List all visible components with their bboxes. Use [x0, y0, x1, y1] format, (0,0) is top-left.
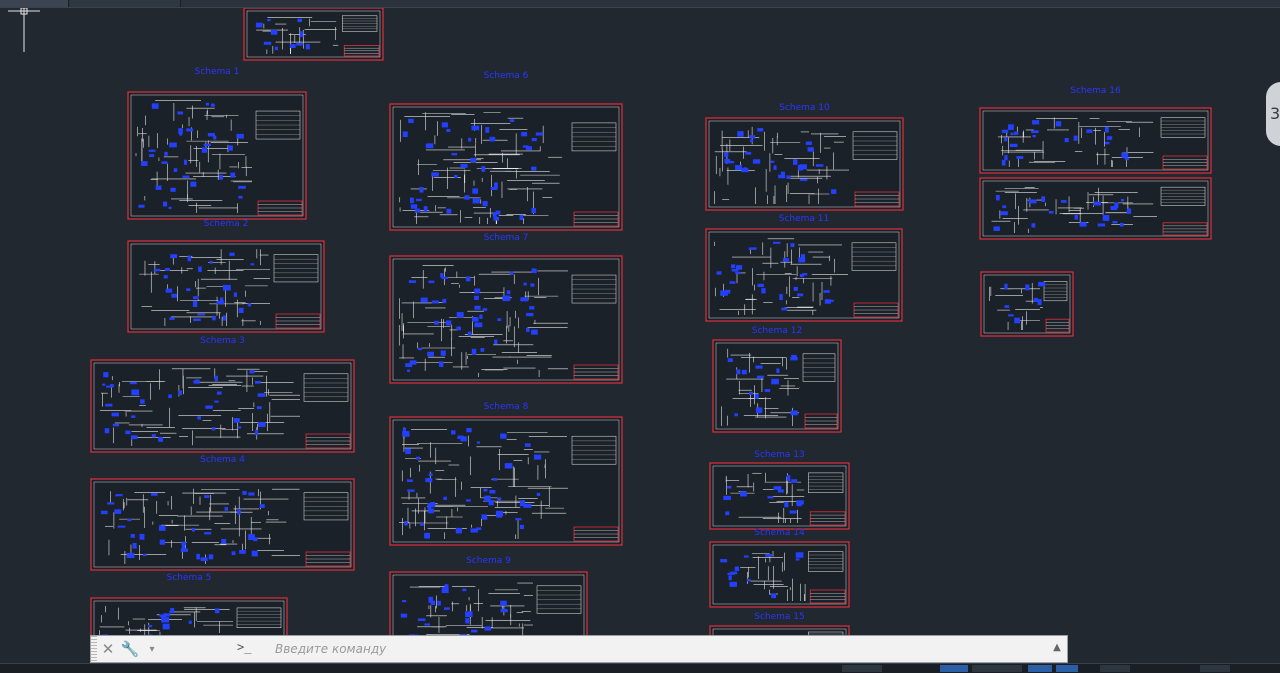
drawing-sheet[interactable]: Schema 1	[127, 67, 307, 220]
status-toggle[interactable]	[972, 665, 1022, 672]
sheet-title: Schema 7	[484, 233, 529, 243]
drawing-sheet[interactable]: Schema 12	[712, 326, 842, 433]
sheet-title: Schema 1	[195, 67, 240, 77]
drawing-sheet[interactable]	[979, 177, 1212, 240]
status-bar	[0, 663, 1280, 673]
sheet-title: Schema 8	[484, 402, 529, 412]
sheet-title: Schema 10	[779, 103, 830, 113]
sheet-title: Schema 16	[1070, 86, 1121, 96]
file-tab-strip	[0, 0, 1280, 8]
status-toggle[interactable]	[842, 665, 882, 672]
drawing-sheet[interactable]: Schema 11	[705, 214, 903, 322]
status-toggle[interactable]	[1100, 665, 1130, 672]
status-toggle[interactable]	[1028, 665, 1052, 672]
status-toggle[interactable]	[1056, 665, 1078, 672]
wrench-icon[interactable]: 🔧	[120, 640, 140, 658]
drawing-sheet[interactable]: Schema 6	[389, 71, 623, 231]
command-line: ✕ 🔧 ▾ >_ ▲	[90, 635, 1135, 663]
recent-commands-icon[interactable]: ▾	[149, 643, 155, 655]
sheet-title: Schema 14	[754, 528, 805, 538]
close-icon[interactable]: ✕	[101, 640, 115, 658]
drawing-sheet[interactable]: Schema 13	[709, 450, 850, 530]
sheet-title: Schema 11	[779, 214, 830, 224]
ucs-icon	[8, 7, 40, 52]
sheet-title: Schema 4	[200, 455, 245, 465]
sheet-title: Schema 13	[754, 450, 805, 460]
navigation-wheel[interactable]: 3	[1266, 82, 1280, 146]
drawing-sheet[interactable]: Schema 16	[979, 86, 1212, 174]
chevron-up-icon[interactable]: ▲	[1053, 642, 1061, 653]
command-prompt-icon: >_	[237, 640, 252, 654]
sheet-title: Schema 15	[754, 612, 805, 622]
sheet-title: Schema 6	[484, 71, 529, 81]
drawing-sheet[interactable]: Schema 3	[90, 336, 355, 453]
file-tab[interactable]	[0, 0, 69, 7]
sheet-title: Schema 2	[204, 219, 249, 229]
sheet-title: Schema 9	[466, 556, 511, 566]
drawing-sheet[interactable]: Schema 8	[389, 402, 623, 546]
drawing-sheet[interactable]: Schema 14	[709, 528, 850, 608]
drawing-sheet[interactable]	[243, 7, 384, 61]
drawing-sheet[interactable]: Schema 2	[127, 219, 325, 333]
command-line-grip[interactable]	[91, 636, 97, 662]
drawing-sheet[interactable]	[980, 271, 1074, 337]
command-input[interactable]	[275, 639, 1135, 659]
drawing-sheet[interactable]: Schema 7	[389, 233, 623, 384]
status-toggle[interactable]	[1200, 665, 1230, 672]
sheet-title: Schema 3	[200, 336, 245, 346]
file-tab[interactable]	[70, 0, 181, 7]
sheet-title: Schema 12	[752, 326, 803, 336]
status-toggle[interactable]	[940, 665, 968, 672]
drawing-sheet[interactable]: Schema 4	[90, 455, 355, 571]
drawing-sheet[interactable]: Schema 10	[705, 103, 904, 211]
sheet-title: Schema 5	[167, 573, 212, 583]
